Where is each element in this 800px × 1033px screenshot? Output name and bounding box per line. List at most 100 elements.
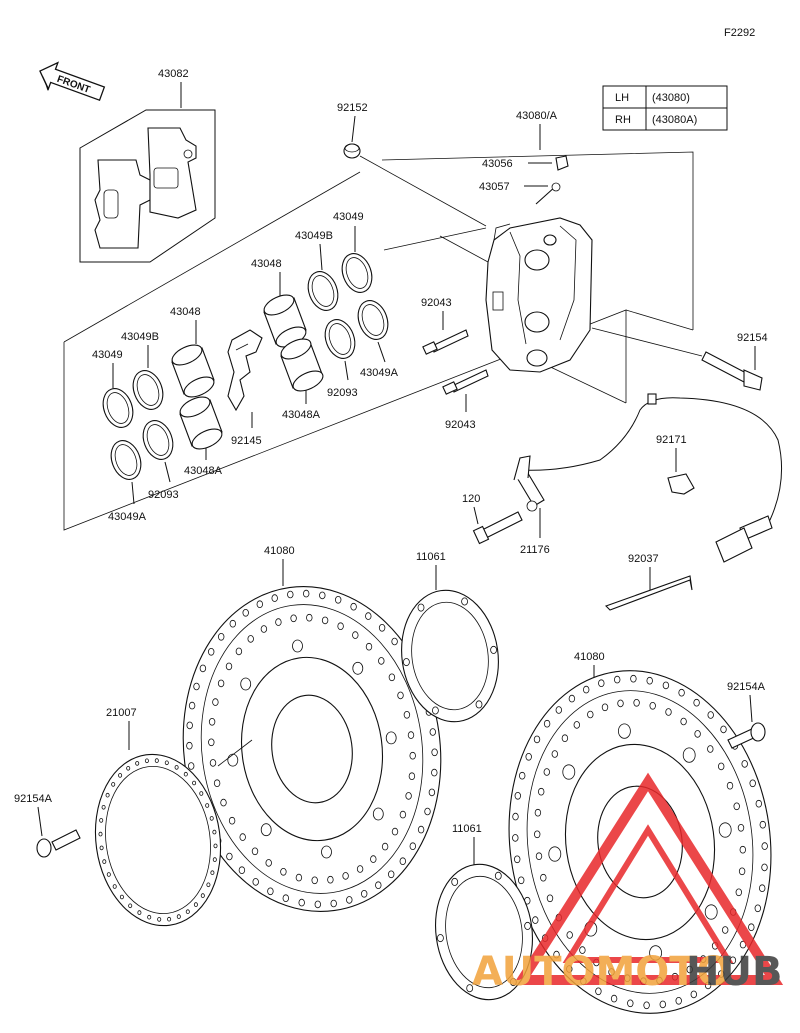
ring-tooth: [101, 804, 106, 810]
label-piston-a-right: 43048A: [282, 409, 321, 421]
ring-tooth: [154, 758, 159, 763]
disc-drill-hole: [361, 889, 368, 898]
disc-drill-hole: [208, 738, 215, 747]
ring-tooth: [167, 916, 172, 922]
disc-drill-hole: [391, 637, 398, 646]
disc-drill-hole: [356, 865, 364, 873]
bleeder-cap: 92152: [337, 102, 487, 227]
disc-bolt-hole: [260, 823, 272, 837]
ring-tooth: [185, 909, 190, 914]
disc-drill-hole: [514, 791, 521, 800]
disc-drill-hole: [707, 745, 714, 753]
sensor-21176: 21176: [520, 508, 550, 556]
gasket-hole: [451, 877, 459, 886]
disc-drill-hole: [188, 701, 196, 710]
disc-drill-hole: [280, 867, 287, 876]
caliper-bolt: 92154: [591, 327, 768, 391]
disc-drill-hole: [722, 926, 729, 934]
disc-drill-hole: [649, 701, 656, 710]
disc-drill-hole: [534, 830, 541, 839]
disc-bolt-hole: [548, 846, 562, 862]
disc-drill-hole: [733, 802, 740, 811]
disc-drill-hole: [573, 721, 580, 729]
disc-drill-hole: [518, 876, 525, 885]
disc-drill-hole: [399, 810, 407, 819]
disc-bolt-hole: [385, 731, 397, 745]
disc-drill-hole: [759, 884, 766, 892]
disc-drill-hole: [337, 622, 344, 630]
disc-drill-hole: [290, 614, 297, 623]
ring-tooth: [135, 761, 140, 766]
disc-drill-hole: [534, 808, 542, 817]
gasket-11061-left: 11061: [401, 551, 499, 723]
ring-tooth: [144, 758, 149, 764]
abs-sensor-assembly: [513, 393, 783, 563]
disc-drill-hole: [610, 994, 618, 1003]
label-spring: 92145: [231, 435, 262, 447]
caliper-body: 43080/A: [383, 110, 593, 373]
ring-tooth: [99, 845, 104, 851]
ring-tooth: [98, 831, 103, 837]
ring-tooth: [147, 914, 152, 920]
disc-drill-hole: [409, 751, 416, 760]
label-pad-set: 43082: [158, 68, 189, 80]
disc-drill-hole: [675, 996, 682, 1005]
disc-bolt-hole: [618, 723, 631, 739]
pin-92043-lower: 92043: [442, 369, 489, 431]
disc-drill-hole: [720, 725, 727, 734]
disc-drill-hole: [686, 965, 693, 974]
disc-drill-hole: [319, 591, 326, 600]
disc-drill-hole: [298, 898, 305, 907]
table-part-lh: (43080): [652, 92, 690, 104]
gasket-11061-right: 11061: [434, 823, 534, 1001]
label-seal-upper-b: 43049B: [295, 230, 333, 242]
seal-43049-left: 43049: [92, 349, 134, 428]
disc-drill-hole: [579, 946, 586, 954]
disc-bolt-hole: [227, 753, 239, 767]
disc-bolt-hole: [321, 845, 332, 859]
disc-drill-hole: [633, 698, 640, 707]
disc-drill-hole: [235, 647, 243, 656]
disc-drill-hole: [659, 1000, 666, 1009]
disc-drill-hole: [330, 899, 337, 908]
gasket-hole: [402, 658, 410, 667]
label-seal-left: 43049: [92, 349, 123, 361]
ring-tooth: [111, 782, 116, 787]
bolt-120: 120: [462, 493, 523, 545]
ring-tooth: [192, 780, 197, 786]
disc-drill-hole: [314, 900, 321, 909]
disc-drill-hole: [759, 820, 766, 829]
ring-tooth: [199, 791, 204, 796]
disc-drill-hole: [428, 788, 436, 797]
disc-drill-hole: [350, 602, 357, 611]
bolt-92154a-right: 92154A: [727, 681, 766, 749]
disc-drill-hole: [726, 781, 734, 790]
disc-drill-hole: [568, 694, 576, 703]
disc-drill-hole: [601, 703, 609, 712]
ring-tooth: [212, 829, 217, 835]
disc-drill-hole: [680, 717, 687, 726]
watermark-text-orange: AUTOMOTO: [472, 949, 731, 995]
disc-drill-hole: [265, 859, 272, 867]
seal-43049a-right: 43049A: [357, 300, 399, 379]
ring-tooth: [106, 872, 111, 877]
piston-43048a-left: 43048A: [179, 396, 223, 477]
disc-drill-hole: [342, 872, 349, 880]
disc-drill-hole: [391, 827, 399, 836]
disc-drill-hole: [598, 679, 605, 687]
disc-drill-hole: [199, 664, 207, 673]
ring-tooth: [176, 914, 181, 919]
disc-drill-hole: [761, 842, 768, 850]
disc-drill-hole: [239, 833, 246, 841]
disc-drill-hole: [678, 688, 685, 697]
ring-tooth: [118, 773, 123, 778]
disc-drill-hole: [431, 748, 438, 757]
disc-drill-hole: [252, 878, 259, 886]
disc-drill-hole: [212, 698, 219, 706]
disc-drill-hole: [207, 647, 215, 656]
label-bolt-sensor: 120: [462, 493, 480, 505]
disc-drill-hole: [365, 612, 372, 620]
disc-drill-hole: [306, 613, 313, 622]
label-oring-left: 92093: [148, 489, 179, 501]
disc-drill-hole: [587, 710, 594, 719]
